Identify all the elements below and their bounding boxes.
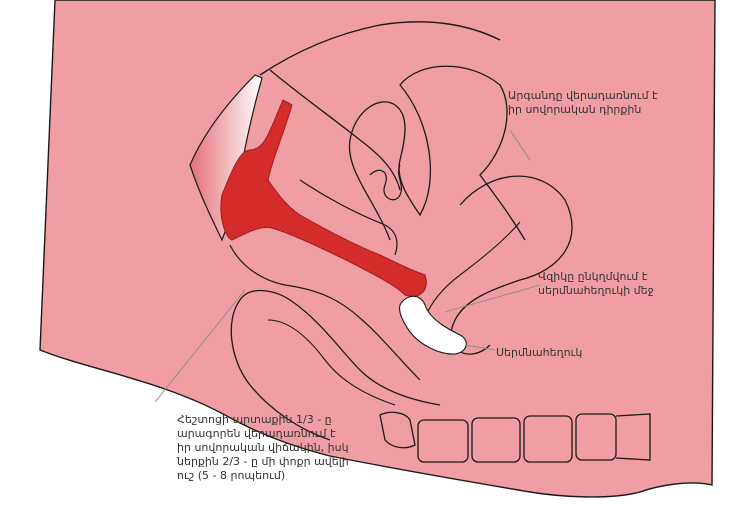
vagina [220,99,427,297]
buttock-curve [230,299,331,441]
fallopian-tube [369,164,403,201]
abdomen-outline [259,21,501,76]
rectum-outer [239,289,441,406]
vaginal-opening [189,74,263,242]
leader-semen [464,344,496,351]
cervix-inner-line [424,221,521,319]
leader-cervix [444,284,541,313]
uterus-outline [348,65,526,241]
leader-vagina [154,289,246,403]
label-uterus: Արգանդը վերադառնում է իր սովորական դիրքի… [508,89,658,116]
perineum-curve [229,244,421,381]
spine [379,411,651,463]
label-vagina: Հեշտոցի արտաքին 1/3 - ը արագորեն վերադառ… [177,413,349,482]
label-semen: Սերմնահեղուկ [496,346,583,359]
label-cervix: Վզիկը ընկղմվում է սերմնահեղուկի մեջ [538,270,654,297]
uterine-cavity [299,179,398,256]
leader-uterus [509,129,531,161]
body-silhouette [39,0,716,498]
rectum-inner [267,319,396,406]
bladder-outline [269,69,401,191]
